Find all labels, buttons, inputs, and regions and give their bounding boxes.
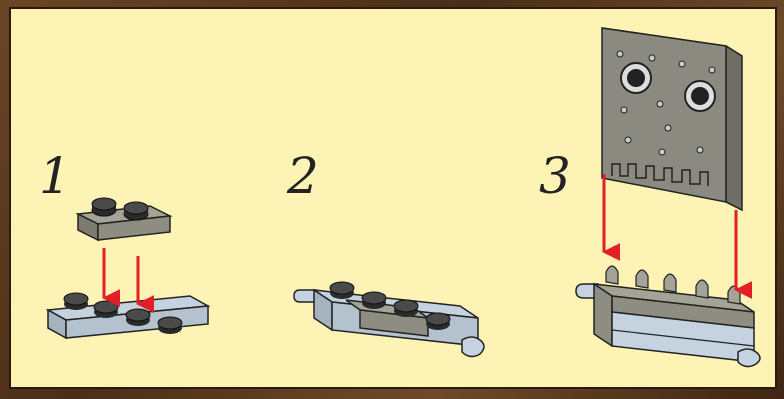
- step-3-base: [576, 266, 760, 367]
- step-2-assembly: [294, 282, 484, 357]
- step-1-arrows: [104, 248, 138, 304]
- step-1-plate-1x2: [78, 198, 170, 240]
- step-3-panel: [602, 28, 742, 210]
- step-1-plate-1x4: [48, 293, 208, 338]
